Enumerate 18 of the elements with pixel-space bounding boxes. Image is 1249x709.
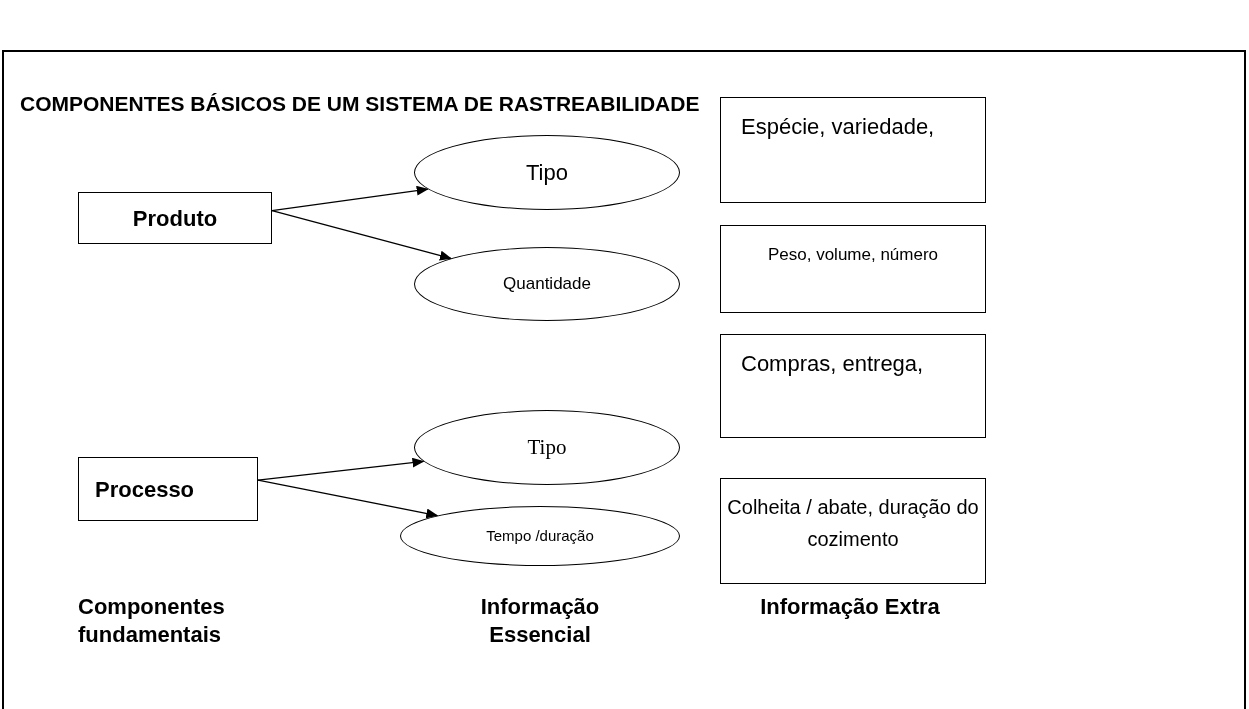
info-ellipse: Tipo — [414, 410, 680, 485]
extra-info-box: Compras, entrega, — [720, 334, 986, 438]
column-heading: Informação Extra — [759, 593, 941, 621]
extra-info-box: Colheita / abate, duração do cozimento — [720, 478, 986, 584]
extra-info-box: Espécie, variedade, — [720, 97, 986, 203]
diagram-title: COMPONENTES BÁSICOS DE UM SISTEMA DE RASTREABILIDADE — [20, 91, 700, 117]
arrow — [257, 457, 425, 481]
info-ellipse: Tempo /duração — [400, 506, 680, 566]
arrow — [257, 479, 439, 519]
column-heading: Informação Essencial — [479, 593, 601, 649]
info-ellipse: Tipo — [414, 135, 680, 210]
extra-info-box: Peso, volume, número — [720, 225, 986, 313]
component-box: Processo — [78, 457, 258, 521]
arrow — [271, 185, 429, 212]
column-heading: Componentes fundamentais — [78, 593, 226, 649]
arrow — [271, 210, 452, 261]
component-box: Produto — [78, 192, 272, 244]
info-ellipse: Quantidade — [414, 247, 680, 321]
